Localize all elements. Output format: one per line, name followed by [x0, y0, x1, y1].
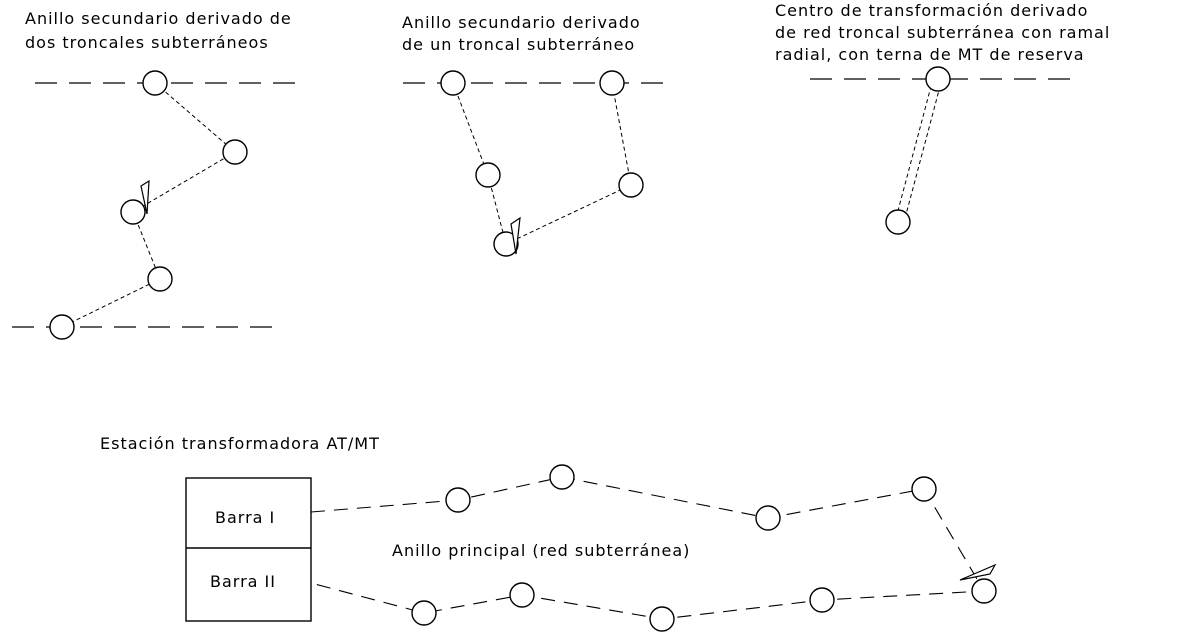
- switch-symbol: [510, 216, 521, 255]
- secondary-ring-path: [452, 82, 632, 245]
- node: [971, 578, 997, 604]
- switch-symbol: [959, 563, 997, 581]
- label-center-derived-line2: de red troncal subterránea con ramal: [775, 23, 1110, 42]
- node: [411, 600, 437, 626]
- label-station: Estación transformadora AT/MT: [100, 434, 380, 453]
- transformer-station-box: [185, 477, 312, 622]
- node: [755, 505, 781, 531]
- center-derived-diagram: [810, 66, 1070, 235]
- node: [147, 266, 173, 292]
- label-bar-2: Barra II: [210, 572, 276, 591]
- main-ring-diagram: Barra I Barra II Anillo principal (red s…: [185, 464, 997, 632]
- node: [599, 70, 625, 96]
- node: [440, 70, 466, 96]
- label-main-ring: Anillo principal (red subterránea): [392, 541, 690, 560]
- node: [925, 66, 951, 92]
- node: [120, 199, 146, 225]
- node: [475, 162, 501, 188]
- node: [222, 139, 248, 165]
- ring-two-trunks-diagram: [12, 70, 300, 340]
- node: [549, 464, 575, 490]
- label-bar-1: Barra I: [215, 508, 275, 527]
- node: [142, 70, 168, 96]
- label-center-derived-line3: radial, con terna de MT de reserva: [775, 45, 1085, 64]
- node: [649, 606, 675, 632]
- secondary-ring-path: [61, 82, 236, 328]
- ring-one-trunk-diagram: [403, 70, 668, 257]
- node: [809, 587, 835, 613]
- radial-branch-line: [894, 78, 934, 223]
- label-ring-one-trunk-line1: Anillo secundario derivado: [402, 13, 641, 32]
- node: [618, 172, 644, 198]
- node: [49, 314, 75, 340]
- label-ring-one-trunk-line2: de un troncal subterráneo: [402, 35, 635, 54]
- node: [509, 582, 535, 608]
- node: [493, 231, 519, 257]
- node: [445, 487, 471, 513]
- node: [885, 209, 911, 235]
- label-ring-two-trunks-line1: Anillo secundario derivado de: [25, 9, 292, 28]
- label-ring-two-trunks-line2: dos troncales subterráneos: [25, 33, 269, 52]
- label-center-derived-line1: Centro de transformación derivado: [775, 1, 1088, 20]
- switch-symbol: [140, 179, 150, 215]
- reserve-branch-line: [903, 78, 943, 223]
- node: [911, 476, 937, 502]
